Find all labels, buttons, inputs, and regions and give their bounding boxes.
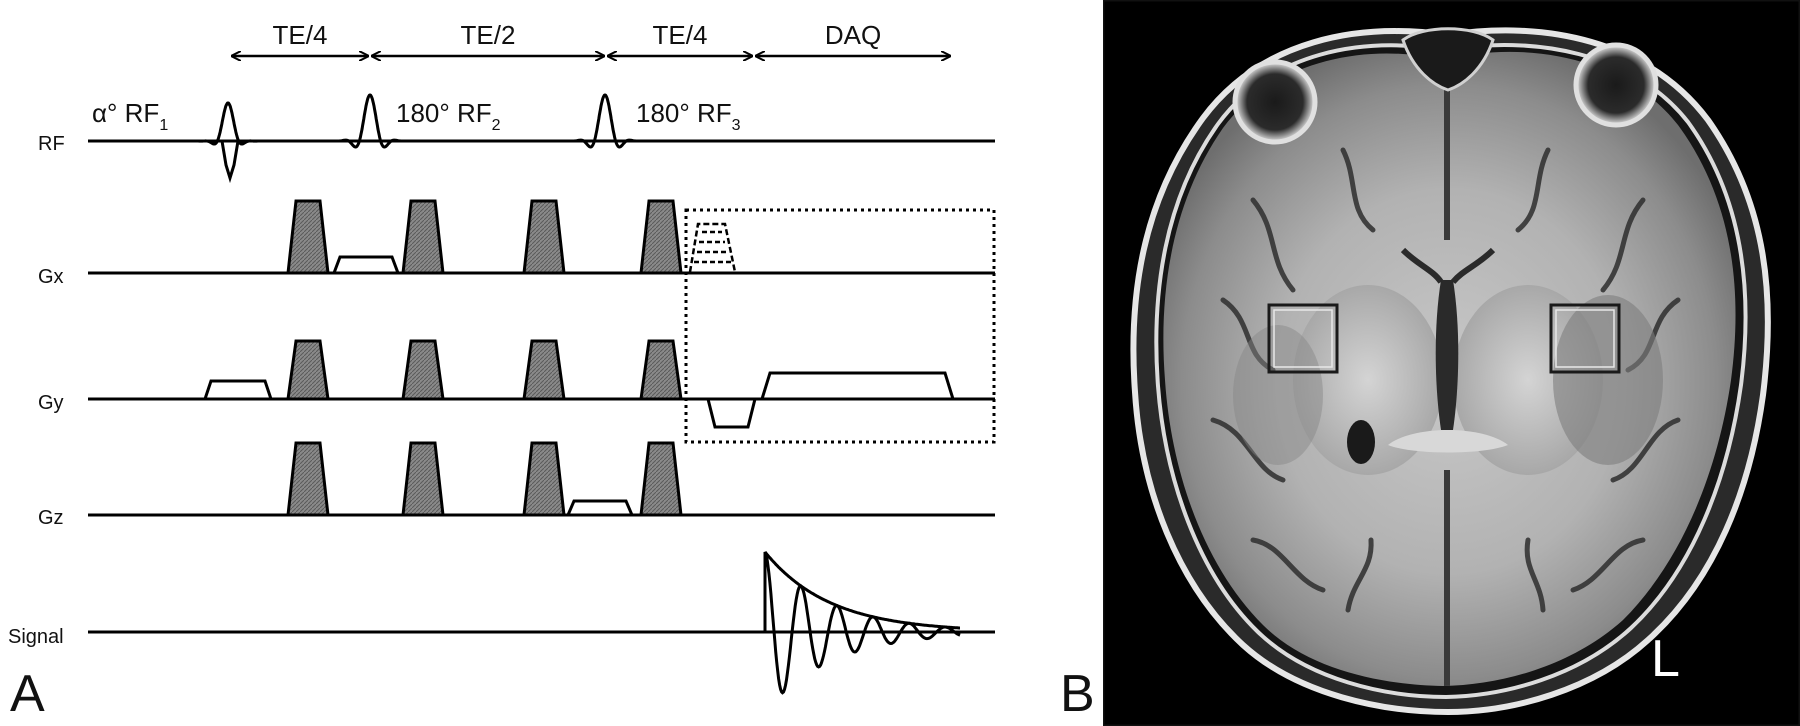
panel-letter-b: B <box>1060 665 1095 723</box>
gz-dephase <box>565 499 635 517</box>
pulse-sequence-diagram: TE/4 TE/2 TE/4 DAQ RF Gx Gy Gz Signal α°… <box>8 20 996 695</box>
roi-boxes <box>1267 303 1621 374</box>
row-label-gy: Gy <box>38 392 64 414</box>
rf2-label: 180° RF2 <box>396 98 501 134</box>
row-label-gz: Gz <box>38 507 64 529</box>
roi-box-right-hemisphere <box>1267 303 1339 374</box>
rf3-label: 180° RF3 <box>636 98 741 134</box>
rf1-label: α° RF1 <box>92 98 168 134</box>
gz-crusher-1 <box>286 441 330 517</box>
gradient-waveforms <box>202 199 955 517</box>
timing-label-te4-first: TE/4 <box>273 20 328 50</box>
gy-crusher-3 <box>522 339 566 401</box>
rf1-pulse <box>194 101 262 146</box>
rf2-pulse <box>336 93 404 149</box>
panel-letter-a: A <box>10 665 45 723</box>
timing-label-te2: TE/2 <box>461 20 516 50</box>
rf3-pulse <box>571 93 639 149</box>
row-label-rf: RF <box>38 133 65 155</box>
roi-box-left-hemisphere <box>1549 303 1621 374</box>
orbit-right <box>1232 59 1318 145</box>
rf-pulses <box>194 93 639 184</box>
timing-label-te4-second: TE/4 <box>653 20 708 50</box>
gy-crusher-1 <box>286 339 330 401</box>
phase-encode-table <box>688 222 737 273</box>
row-label-signal: Signal <box>8 626 64 648</box>
orbit-left <box>1573 42 1659 128</box>
orientation-label: L <box>1651 630 1680 688</box>
row-label-gx: Gx <box>38 266 64 288</box>
gz-crusher-2 <box>401 441 445 517</box>
gx-crusher-4 <box>639 199 683 275</box>
gx-dephase <box>331 255 401 275</box>
brain-structures <box>1210 70 1681 686</box>
orbits <box>1232 27 1659 145</box>
gz-crusher-3 <box>522 441 566 517</box>
gy-slice-refocus <box>202 379 274 401</box>
timing-label-daq: DAQ <box>825 20 881 50</box>
gy-crusher-2 <box>401 339 445 401</box>
readout-box <box>684 208 996 444</box>
gy-readout <box>706 371 955 429</box>
gz-crusher-4 <box>639 441 683 517</box>
signal-waveform <box>763 551 961 695</box>
signal-oscillation <box>763 551 961 695</box>
gx-crusher-1 <box>286 199 330 275</box>
rf1-negative-lobe <box>220 140 240 184</box>
gx-crusher-3 <box>522 199 566 275</box>
gy-crusher-4 <box>639 339 683 401</box>
gx-crusher-2 <box>401 199 445 275</box>
mri-axial-image: L <box>1103 0 1800 726</box>
signal-envelope <box>763 551 960 630</box>
